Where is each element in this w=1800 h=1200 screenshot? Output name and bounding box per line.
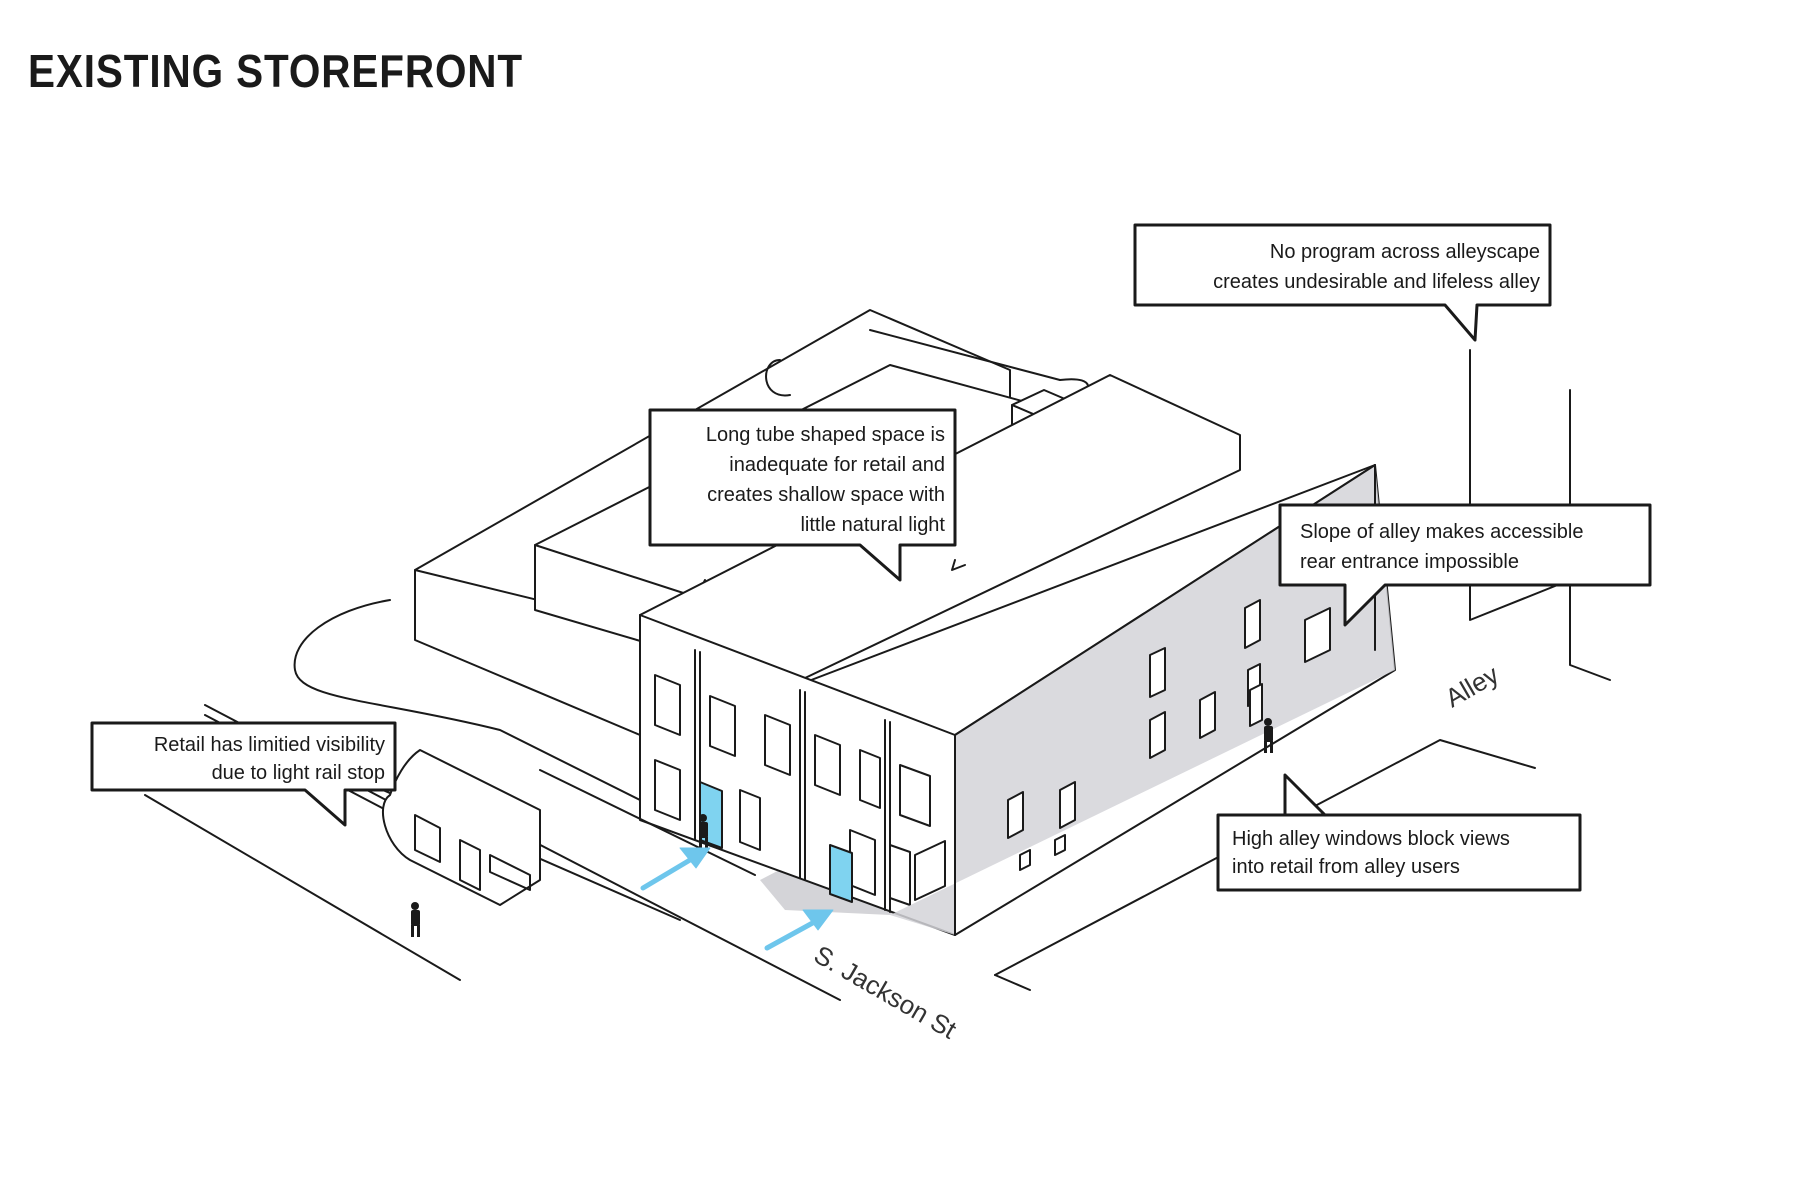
- callout-alleyscape-line1: No program across alleyscape: [1270, 241, 1540, 263]
- callout-windows: High alley windows block views into reta…: [1216, 773, 1582, 892]
- callout-windows-line1: High alley windows block views: [1232, 828, 1510, 850]
- callout-visibility: Retail has limitied visibility due to li…: [90, 721, 397, 827]
- pedestrian-storefront: [699, 814, 708, 849]
- callout-visibility-line1: Retail has limitied visibility: [154, 734, 385, 756]
- callout-tube-line2: inadequate for retail and: [729, 454, 945, 476]
- callout-visibility-line2: due to light rail stop: [212, 762, 385, 784]
- pedestrian-street: [411, 902, 420, 937]
- callout-slope-line1: Slope of alley makes accessible: [1300, 521, 1583, 543]
- callout-alleyscape: No program across alleyscape creates und…: [1133, 223, 1552, 342]
- context-building: [1469, 349, 1611, 681]
- callout-slope-line2: rear entrance impossible: [1300, 551, 1519, 573]
- callout-alleyscape-line2: creates undesirable and lifeless alley: [1213, 271, 1540, 293]
- entry-arrow-right: [764, 909, 834, 951]
- entry-arrow-left: [640, 847, 711, 891]
- callout-tube-line3: creates shallow space with: [707, 484, 945, 506]
- street-label: S. Jackson St: [809, 939, 962, 1045]
- page-title: EXISTING STOREFRONT: [28, 45, 524, 97]
- callout-tube-line4: little natural light: [800, 514, 945, 536]
- callout-tube-line1: Long tube shaped space is: [706, 424, 945, 446]
- pedestrian-alley: [1264, 718, 1273, 753]
- callout-tube: Long tube shaped space is inadequate for…: [648, 408, 957, 582]
- front-facade: [639, 614, 956, 936]
- alley-label: Alley: [1440, 659, 1504, 713]
- callout-slope: Slope of alley makes accessible rear ent…: [1278, 503, 1652, 627]
- callout-windows-line2: into retail from alley users: [1232, 856, 1460, 878]
- storefront-door-right: [829, 844, 853, 903]
